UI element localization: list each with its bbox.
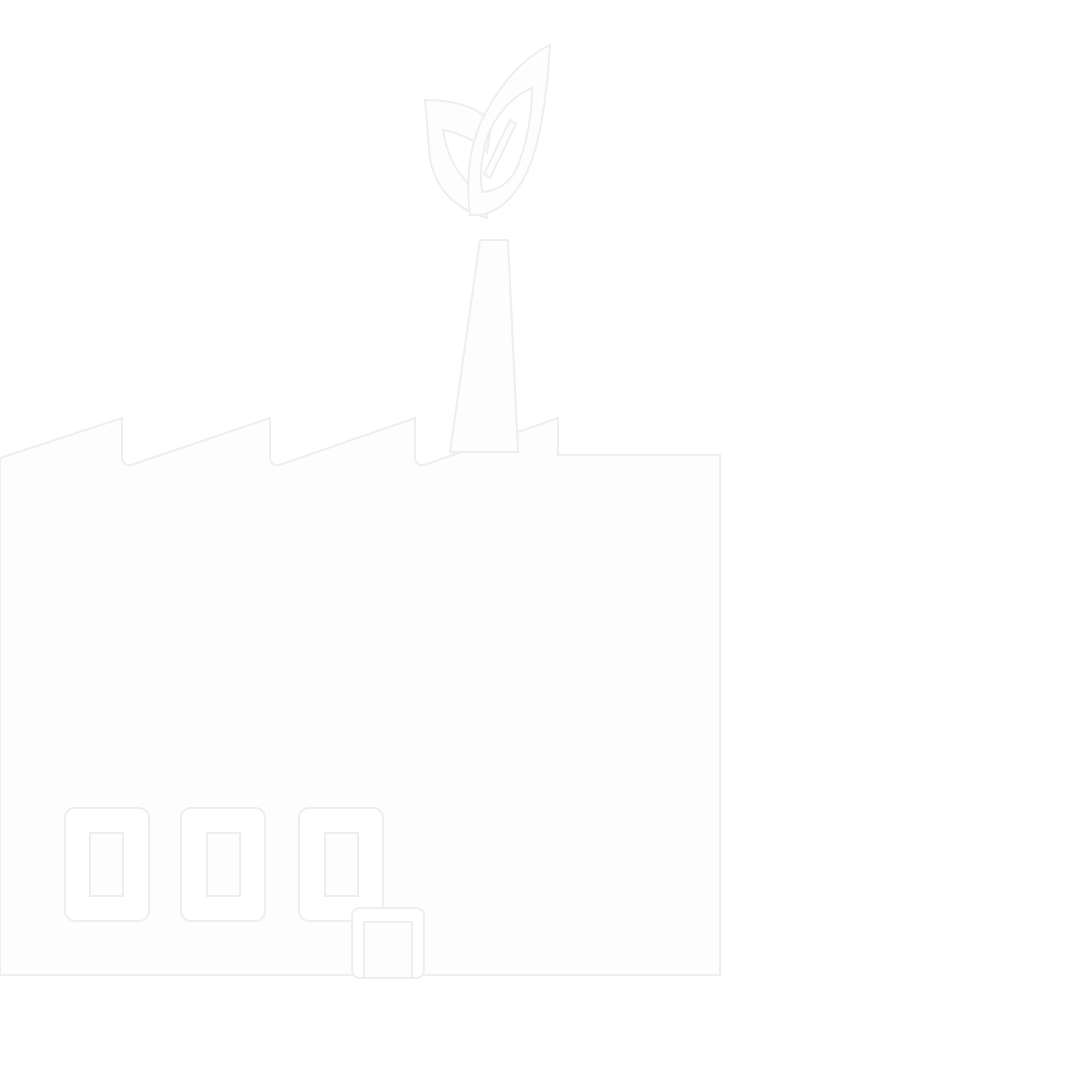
- window-pane: [206, 832, 241, 897]
- right-leaf: [467, 43, 552, 217]
- window-pane: [89, 832, 124, 897]
- factory-windows: [64, 807, 384, 922]
- factory-door: [351, 907, 425, 979]
- leaf-icon: [423, 43, 552, 220]
- window-pane: [324, 832, 359, 897]
- leaf-vein: [482, 118, 518, 180]
- door-panel: [363, 921, 413, 979]
- chimney: [448, 239, 520, 453]
- left-leaf: [423, 98, 494, 220]
